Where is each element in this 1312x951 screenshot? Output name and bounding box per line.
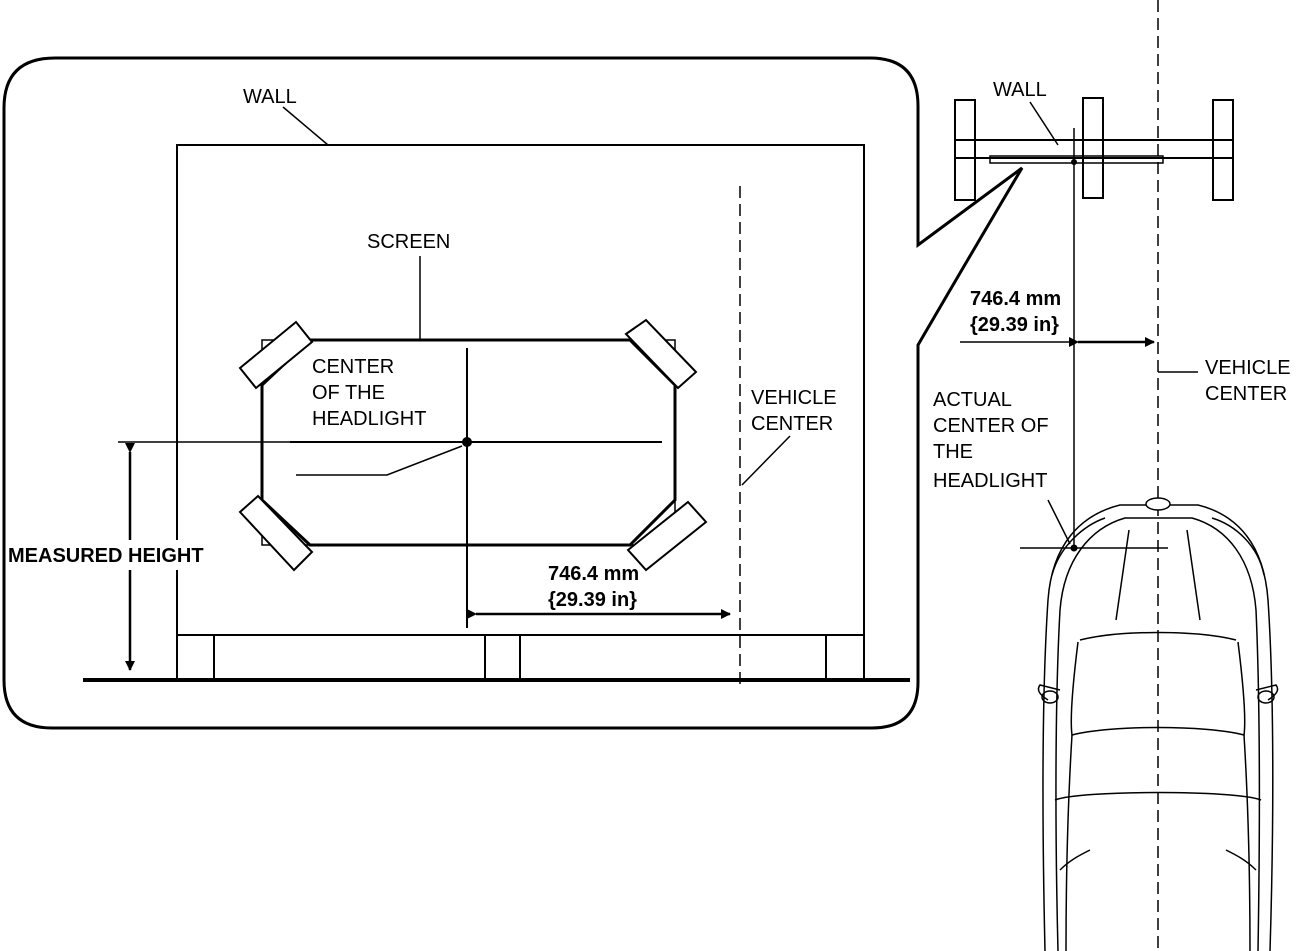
distance-label-main: 746.4 mm {29.39 in} <box>548 563 645 611</box>
measured-height-label-bg <box>6 540 230 570</box>
tape-pieces <box>238 318 708 572</box>
wall <box>176 144 865 680</box>
measured-height-label: MEASURED HEIGHT <box>8 545 204 567</box>
tape-bottom-left <box>238 494 314 572</box>
screen-label: SCREEN <box>367 231 450 253</box>
distance-label-inset: 746.4 mm {29.39 in} <box>970 288 1067 336</box>
actual-center-dot <box>1070 544 1078 552</box>
tape-top-left <box>238 320 314 390</box>
tape-bottom-right <box>626 500 708 572</box>
headlight-center-dot <box>462 437 472 447</box>
callout-bubble <box>2 56 1024 730</box>
inset-wall <box>954 97 1234 201</box>
inset-wall-leader <box>1029 101 1059 146</box>
actual-center-label: ACTUAL CENTER OF THE HEADLIGHT <box>933 389 1054 492</box>
wall-label: WALL <box>243 86 297 108</box>
vehicle-center-label-main: VEHICLE CENTER <box>751 387 842 435</box>
inset-wall-label: WALL <box>993 79 1047 101</box>
wall-leader <box>282 106 329 146</box>
vehicle-center-label-inset: VEHICLE CENTER <box>1205 357 1296 405</box>
center-headlight-label: CENTER OF THE HEADLIGHT <box>312 356 426 430</box>
vehicle-center-leader-main <box>741 435 791 486</box>
tape-top-right <box>624 318 698 390</box>
actual-center-leader <box>1047 499 1071 545</box>
screen <box>118 338 677 628</box>
car-top-view <box>1037 497 1279 951</box>
